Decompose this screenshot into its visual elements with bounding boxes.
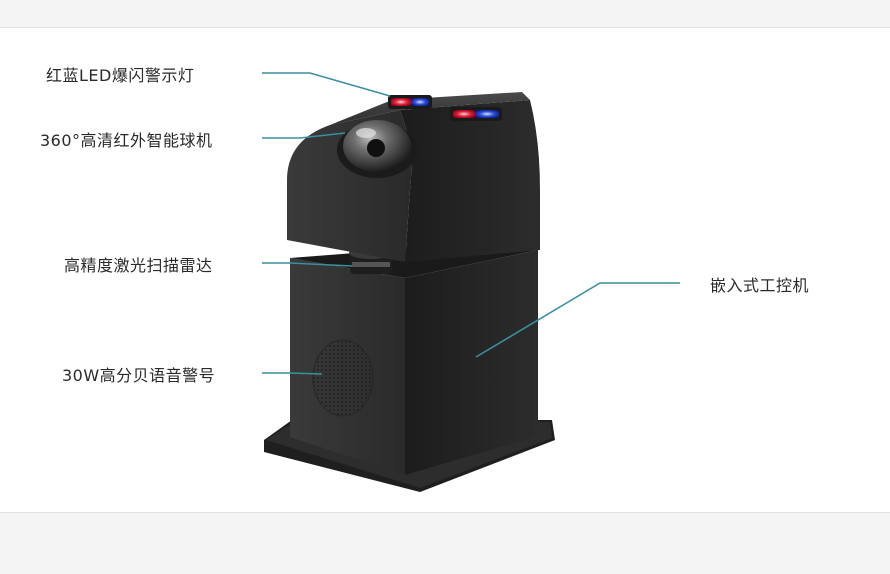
leader-line-speaker [262,372,323,375]
label-camera: 360°高清红外智能球机 [40,131,213,150]
blue-led-right [475,110,499,118]
label-led: 红蓝LED爆闪警示灯 [46,66,195,85]
red-led-left [391,98,411,106]
dome-highlight [356,128,376,138]
label-lidar: 高精度激光扫描雷达 [64,256,213,275]
leader-line-lidar [262,262,353,267]
blue-led-left [411,98,429,106]
lower-housing-side [405,250,538,475]
label-speaker: 30W高分贝语音警号 [62,366,216,385]
leader-line-camera [262,132,346,139]
leader-line-led [262,72,391,97]
speaker-grill [312,339,374,417]
red-led-right [453,110,475,118]
upper-head-side [400,100,540,262]
upper-head-top [330,92,530,125]
dome-camera-lens [367,139,385,157]
lidar-ring [352,262,390,267]
leader-line-ipc [475,282,680,358]
label-ipc: 嵌入式工控机 [710,276,810,295]
